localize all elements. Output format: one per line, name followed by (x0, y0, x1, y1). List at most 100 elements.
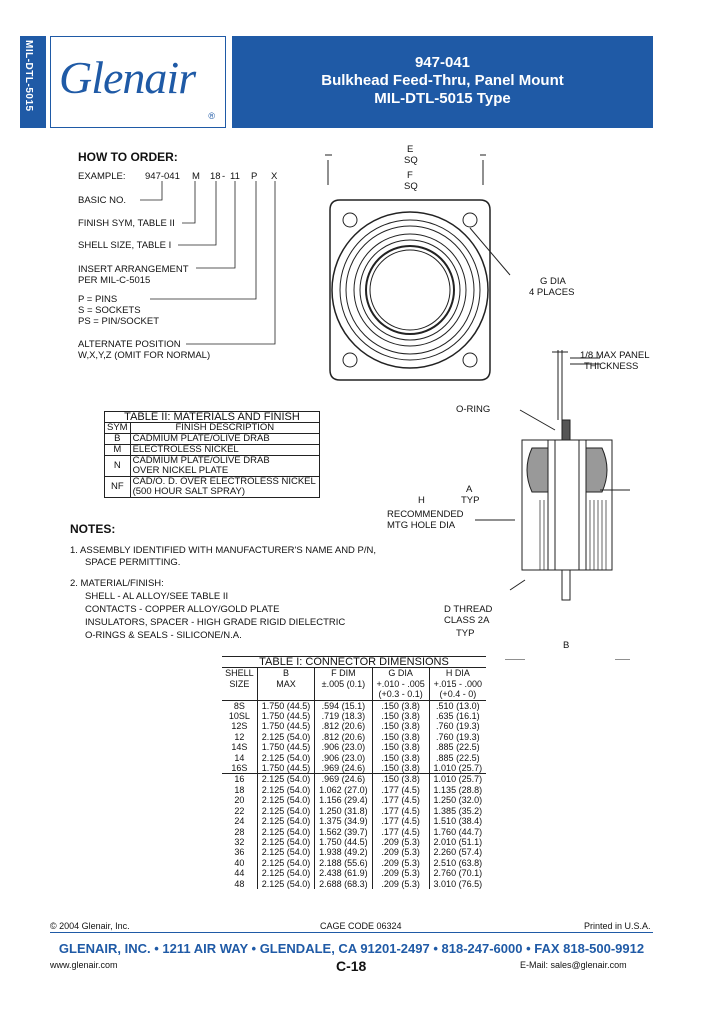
order-shell-size: SHELL SIZE, TABLE I (78, 240, 172, 251)
table1-cell: 14S (231, 742, 248, 753)
table1-cell: .209 (5.3) (371, 878, 430, 889)
table2-desc: CADMIUM PLATE/OLIVE DRAB (132, 455, 270, 466)
registered-mark: ® (208, 111, 215, 121)
table1-cell: 2.125 (54.0) (256, 795, 315, 806)
table1-cell: 2.125 (54.0) (256, 805, 315, 817)
table1-cell: .969 (24.6) (314, 763, 373, 775)
table1-cell: 3.010 (76.5) (428, 878, 486, 889)
table1-header-h-tol: +.015 - .000 (433, 678, 482, 689)
table1-header-g-tol-mm: (+0.3 - 0.1) (378, 689, 423, 700)
example-insert: 11 (230, 171, 240, 182)
table1-cell: .969 (24.6) (314, 773, 373, 785)
order-insert-spec: PER MIL-C-5015 (78, 275, 151, 286)
how-to-order-heading: HOW TO ORDER: (78, 150, 178, 164)
table1-cell: .719 (18.3) (314, 711, 373, 722)
table1-cell: 1.750 (44.5) (256, 700, 315, 712)
table1-cell: 1.156 (29.4) (314, 795, 373, 806)
title-block: 947-041 Bulkhead Feed-Thru, Panel Mount … (232, 36, 653, 128)
table1-cell: 16S (222, 763, 258, 775)
table1-cell: .150 (3.8) (371, 773, 430, 785)
table1-cell: 40 (234, 857, 245, 868)
example-basic-no: 947-041 (145, 171, 180, 182)
table1-cell: 12 (234, 731, 245, 742)
dim-d-thread: D THREAD (444, 604, 493, 615)
table1-cell: 1.385 (35.2) (428, 805, 486, 817)
table1-cell: .150 (3.8) (371, 731, 430, 743)
dim-h-mtg: MTG HOLE DIA (387, 520, 456, 531)
table2-desc-2: OVER NICKEL PLATE (132, 465, 229, 476)
dim-e: E (407, 144, 414, 155)
table2-desc: ELECTROLESS NICKEL (129, 444, 321, 456)
table1-caption: TABLE I: CONNECTOR DIMENSIONS (222, 655, 486, 669)
order-insert: INSERT ARRANGEMENT (78, 264, 189, 275)
table1-cell: 1.010 (25.7) (428, 773, 486, 785)
table-row: B CADMIUM PLATE/OLIVE DRAB (104, 433, 321, 445)
table1-cell: .177 (4.5) (371, 805, 430, 817)
table1-cell: 1.750 (44.5) (256, 742, 315, 753)
dim-a: A (466, 484, 473, 495)
table1-cell: 2.125 (54.0) (256, 847, 315, 858)
table1-cell: 8S (233, 700, 245, 711)
table1-cell: 2.125 (54.0) (256, 857, 315, 869)
order-finish: FINISH SYM, TABLE II (78, 218, 175, 229)
panel-thickness: THICKNESS (584, 361, 639, 372)
note-2: 2. MATERIAL/FINISH: (70, 578, 164, 589)
table1-cell: 24 (234, 816, 245, 827)
table1-cell: 2.125 (54.0) (256, 752, 315, 764)
table2-desc: CAD/O. D. OVER ELECTROLESS NICKEL (132, 476, 316, 487)
table1-cell: .150 (3.8) (371, 700, 430, 712)
table1-cell: 16 (234, 774, 245, 785)
table-row: M ELECTROLESS NICKEL (104, 444, 321, 456)
table1-header-f: F DIM (331, 668, 356, 679)
table1-header-b-max: MAX (276, 678, 296, 689)
table1-cell: 48 (234, 878, 245, 889)
title-line-2: MIL-DTL-5015 Type (374, 90, 511, 107)
table1-cell: 1.562 (39.7) (314, 826, 373, 837)
table1-cell: .150 (3.8) (371, 711, 430, 722)
email-link[interactable]: E-Mail: sales@glenair.com (520, 960, 627, 970)
table1-header-g: G DIA (388, 668, 413, 679)
table2-caption: TABLE II: MATERIALS AND FINISH (104, 411, 320, 423)
side-tab-label: MIL-DTL-5015 (23, 40, 34, 112)
table1-cell: .150 (3.8) (371, 752, 430, 764)
table1-cell: 1.250 (31.8) (314, 805, 373, 817)
table2-desc-2: (500 HOUR SALT SPRAY) (132, 486, 246, 497)
table-materials-finish: TABLE II: MATERIALS AND FINISH SYM FINIS… (104, 411, 321, 498)
o-ring-label: O-RING (456, 404, 491, 415)
company-address: GLENAIR, INC. • 1211 AIR WAY • GLENDALE,… (58, 941, 645, 956)
table1-cell: 32 (234, 836, 245, 847)
website-link[interactable]: www.glenair.com (50, 960, 118, 970)
order-sockets: S = SOCKETS (78, 305, 141, 316)
table1-cell: 1.760 (44.7) (428, 826, 486, 837)
table1-cell: 2.125 (54.0) (256, 868, 315, 879)
table1-cell: 2.125 (54.0) (256, 826, 315, 837)
table1-cell: 2.125 (54.0) (256, 878, 315, 889)
title-line-1: Bulkhead Feed-Thru, Panel Mount (321, 72, 564, 89)
table1-cell: 1.938 (49.2) (314, 847, 373, 858)
table1-cell: .177 (4.5) (371, 816, 430, 827)
dim-b: B (563, 640, 570, 651)
logo-wordmark: Glenair (59, 52, 196, 103)
table1-cell: .885 (22.5) (428, 742, 486, 753)
table2-header-sym: SYM (104, 422, 131, 434)
table2-desc: CADMIUM PLATE/OLIVE DRAB (129, 433, 321, 445)
table1-header-b: B (283, 668, 290, 679)
note-material-shell: SHELL - AL ALLOY/SEE TABLE II (85, 591, 229, 602)
table1-cell: 22 (234, 805, 245, 816)
example-label: EXAMPLE: (78, 171, 126, 182)
table1-cell: 2.260 (57.4) (428, 847, 486, 858)
table1-cell: .635 (16.1) (428, 711, 486, 722)
table1-cell: 2.510 (63.8) (428, 857, 486, 869)
dim-h-recommended: RECOMMENDED (387, 509, 464, 520)
